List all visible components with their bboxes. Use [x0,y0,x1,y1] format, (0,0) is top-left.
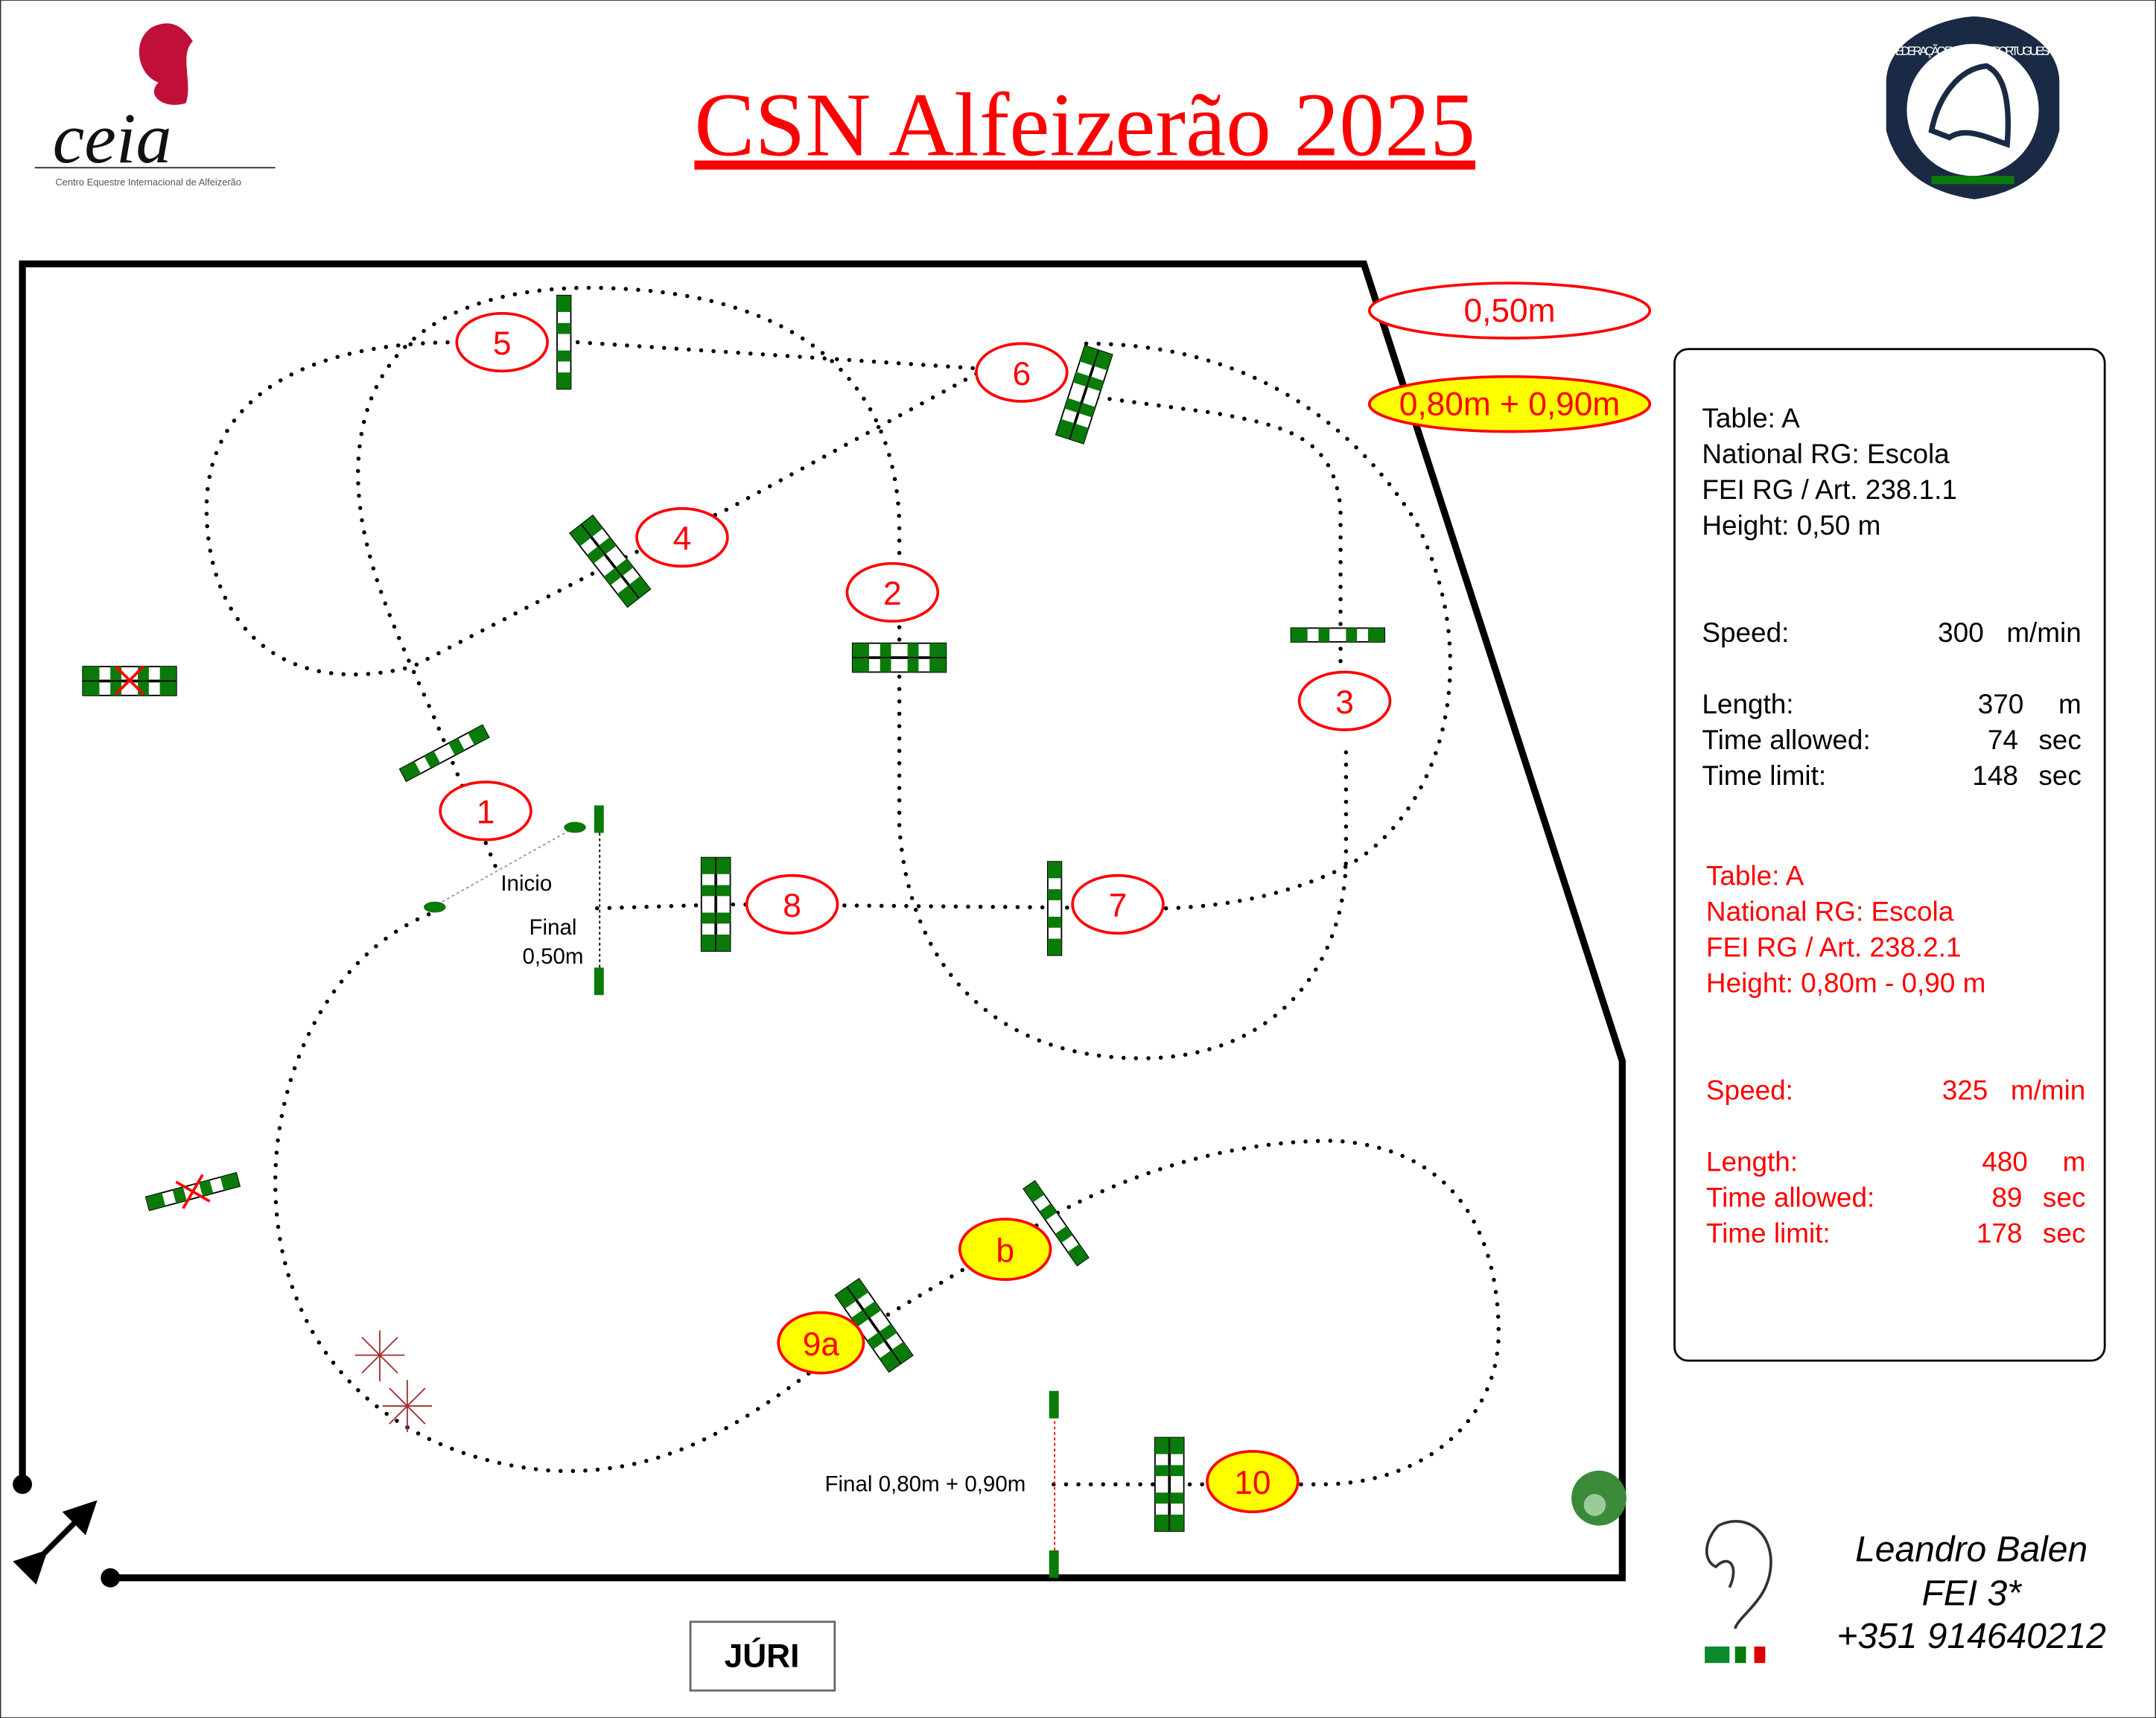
unused-jump [83,665,177,696]
info-black-speed-unit: m/min [2006,617,2081,648]
obstacles-1-label: 2 [883,576,902,612]
info-black-length-value: 370 [1978,689,2024,719]
designer-name: Leandro Balen [1855,1530,2087,1570]
info-red-table: Table: A [1706,861,1804,891]
page-title: CSN Alfeizerão 2025 [694,75,1475,176]
bush-decoration-icon [1571,1470,1626,1526]
logo-subtitle: Centro Equestre Internacional de Alfeize… [55,176,241,188]
logo-text: ceia [53,98,172,178]
legend-label: 0,80m + 0,90m [1399,386,1621,422]
obstacles-10-label: 10 [1234,1465,1271,1501]
info-red-time-limit-unit: sec [2043,1218,2085,1248]
obstacles-8-label: 9a [803,1326,840,1363]
info-black-time-limit-value: 148 [1972,760,2018,791]
jump-5 [556,294,572,390]
legend-050: 0,50m [1367,281,1652,340]
finish-line-080-090: Final 0,80m + 0,90m [824,1390,1059,1578]
unused-jump [145,1172,241,1212]
fep-logo-text: FEDERAÇÃO EQUESTRE PORTUGUESA [1890,43,2055,58]
jump-8 [702,858,731,952]
obstacle-label-4: 4 [635,507,729,568]
jump-7 [1046,861,1063,956]
info-black-height: Height: 0,50 m [1702,510,1880,541]
info-red-time-allowed-value: 89 [1991,1182,2022,1212]
info-red-length-value: 480 [1982,1146,2028,1177]
info-black-length-unit: m [2058,689,2082,719]
designer-phone: +351 914640212 [1837,1617,2105,1656]
info-red-speed-value: 325 [1942,1075,1988,1105]
obstacle-label-7: 7 [1071,874,1165,935]
obstacle-label-6: 6 [975,342,1069,403]
info-red-time-limit-label: Time limit: [1706,1218,1831,1248]
info-red-time-allowed-unit: sec [2043,1182,2085,1212]
info-black-length-label: Length: [1702,689,1793,719]
designer-info: Leandro Balen FEI 3* +351 914640212 [1837,1530,2105,1656]
info-black-fei-rg: FEI RG / Art. 238.1.1 [1702,474,1957,505]
obstacles-6-label: 7 [1109,888,1128,924]
info-red-height: Height: 0,80m - 0,90 m [1706,968,1985,999]
legend-label: 0,50m [1463,293,1555,329]
info-red-time-limit-value: 178 [1977,1218,2023,1248]
flower-decoration-icon [354,1330,433,1433]
finish-line-050: Final 0,50m [522,805,604,996]
info-red-length-unit: m [2063,1146,2086,1177]
fep-logo: FEDERAÇÃO EQUESTRE PORTUGUESA [1886,16,2060,200]
info-red-fei-rg: FEI RG / Art. 238.2.1 [1706,932,1962,963]
jump-10 [1155,1437,1184,1531]
course-info-050: Table: A National RG: Escola FEI RG / Ar… [1702,403,2081,791]
ceia-logo: ceia Centro Equestre Internacional de Al… [34,23,276,188]
info-red-national-rg: National RG: Escola [1706,897,1954,927]
info-black-time-allowed-unit: sec [2038,725,2081,755]
info-black-time-allowed-label: Time allowed: [1702,725,1870,755]
info-black-time-allowed-value: 74 [1988,725,2018,755]
legend-080-090: 0,80m + 0,90m [1367,375,1652,433]
arena-fence [19,260,1626,1582]
obstacle-label-3: 3 [1297,670,1392,731]
info-red-length-label: Length: [1706,1146,1798,1177]
start-label: Inicio [500,871,552,896]
info-red-speed-unit: m/min [2011,1075,2085,1105]
info-black-speed-label: Speed: [1702,617,1789,648]
obstacle-label-8: 8 [745,874,839,935]
info-red-time-allowed-label: Time allowed: [1706,1182,1874,1212]
obstacles-3-label: 4 [673,521,692,557]
finish-label: Final [529,915,576,940]
course-track [204,285,1501,1487]
start-line: Inicio [423,821,586,913]
info-black-time-limit-label: Time limit: [1702,760,1826,791]
course-info-panel: Table: A National RG: Escola FEI RG / Ar… [1673,348,2106,1362]
info-black-time-limit-unit: sec [2038,760,2081,791]
entrance-arrow-icon [13,1500,98,1585]
obstacle-label-b: b [958,1218,1052,1282]
obstacle-label-10: 10 [1206,1450,1300,1514]
info-black-table: Table: A [1702,403,1800,433]
info-red-speed-label: Speed: [1706,1075,1793,1105]
obstacle-label-5: 5 [455,311,549,373]
obstacle-label-2: 2 [845,561,940,623]
finish-label: Final 0,80m + 0,90m [824,1472,1025,1496]
jump-2 [853,643,947,672]
obstacles-0-label: 1 [477,795,495,831]
obstacles-4-label: 5 [493,325,512,362]
finish-height: 0,50m [522,944,583,969]
jury-label: JÚRI [725,1638,800,1675]
obstacles-9-label: b [996,1232,1014,1269]
designer-logo-horse-icon [1705,1520,1772,1664]
info-black-speed-value: 300 [1938,617,1984,648]
obstacle-label-1: 1 [439,780,532,841]
designer-level: FEI 3* [1921,1574,2022,1614]
obstacle-label-9a: 9a [777,1311,865,1375]
info-black-national-rg: National RG: Escola [1702,439,1950,469]
obstacles-2-label: 3 [1335,684,1354,721]
obstacles-5-label: 6 [1013,356,1031,392]
jury-box: JÚRI [689,1620,836,1692]
obstacles-7-label: 8 [783,888,801,924]
course-info-080-090: Table: A National RG: Escola FEI RG / Ar… [1706,861,2085,1249]
jump-3 [1290,627,1385,643]
